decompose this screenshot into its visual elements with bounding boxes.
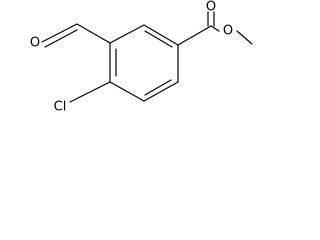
aldehyde-oxygen-label: O <box>30 36 40 51</box>
aldehyde-double-bond-upper <box>41 23 78 43</box>
chloro-bond <box>69 81 111 103</box>
ester-oxygen-label: O <box>223 24 233 39</box>
chemical-structure-diagram: O O O Cl <box>30 0 253 115</box>
ring-inner-double-bond-bottom <box>144 79 172 96</box>
ring-bond-bottom-left <box>109 81 145 102</box>
ring-bond-bottom-right <box>143 81 179 102</box>
ring-inner-double-bond-top <box>144 30 173 48</box>
ester-carbonyl-carbon-bond <box>177 25 212 46</box>
ring-bond-top-left <box>109 24 145 44</box>
chlorine-label: Cl <box>54 100 67 115</box>
aldehyde-double-bond-lower <box>44 29 78 48</box>
ester-carbonyl-oxygen-label: O <box>206 0 216 15</box>
methyl-bond <box>236 30 253 45</box>
ring-bond-top-right <box>143 24 179 46</box>
ester-oxygen-bond <box>210 25 220 32</box>
aldehyde-carbon-bond <box>76 23 111 44</box>
